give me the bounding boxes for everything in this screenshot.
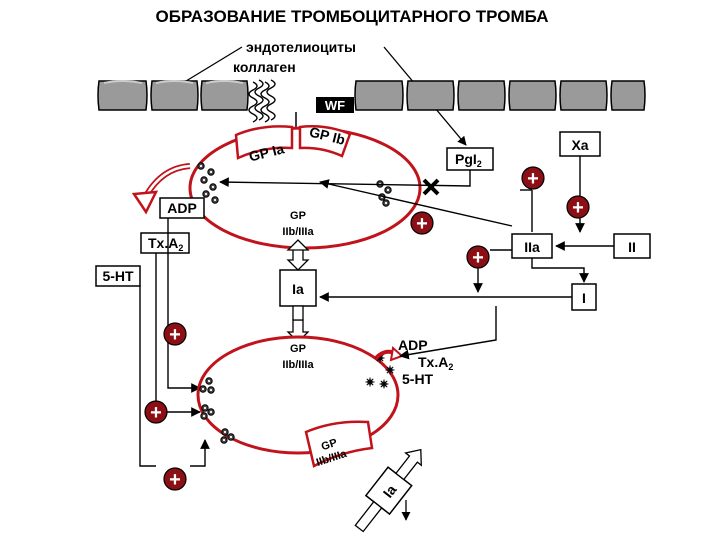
release-5ht-label: 5-HT xyxy=(402,371,434,387)
release-txa2-subscript: 2 xyxy=(448,362,453,372)
ht5-label: 5-HT xyxy=(102,268,134,284)
svg-text:+: + xyxy=(150,402,162,424)
plus-sign-1: + xyxy=(521,166,545,190)
svg-text:PgI2: PgI2 xyxy=(455,151,482,169)
wf-bar xyxy=(316,97,354,113)
svg-text:+: + xyxy=(472,247,484,269)
coagulation-arrows xyxy=(319,156,614,360)
gp-iib-iiia-mid-line2: IIb/IIIa xyxy=(282,359,314,371)
svg-text:+: + xyxy=(572,197,584,219)
ia-rotated-group: Ia xyxy=(354,448,422,533)
gp-ib-receptor xyxy=(298,125,352,158)
gp-iib-iiia-top-line2: IIb/IIIa xyxy=(282,226,314,238)
plus-sign-2: + xyxy=(566,195,590,219)
gp-iib-iiia-mid-line1: GP xyxy=(290,343,306,355)
txa2-box xyxy=(140,232,190,254)
svg-text:+: + xyxy=(169,469,181,491)
pgi2-label: PgI xyxy=(455,151,477,167)
inhibition-cross xyxy=(422,178,440,196)
gp-iib-iiia-lower-receptor xyxy=(304,420,374,468)
plus-sign-6: + xyxy=(144,400,168,424)
ia-label: Ia xyxy=(292,281,304,297)
svg-text:+: + xyxy=(527,168,539,190)
ii-label: II xyxy=(628,239,636,255)
iia-label: IIa xyxy=(524,239,540,255)
xa-label: Xa xyxy=(571,137,588,153)
gp-ia-receptor xyxy=(234,125,294,160)
endothelial-cells-left xyxy=(97,80,249,111)
gp-iib-iiia-bot-line1: GP xyxy=(320,437,339,453)
wf-label: WF xyxy=(325,98,345,113)
collagen-fibers xyxy=(248,79,276,123)
collagen-label: коллаген xyxy=(233,59,296,75)
diagram-title: ОБРАЗОВАНИЕ ТРОМБОЦИТАРНОГО ТРОМБА xyxy=(156,7,549,26)
svg-text:+: + xyxy=(169,324,181,346)
adp-label: ADP xyxy=(167,200,197,216)
txa2-subscript: 2 xyxy=(178,243,183,253)
plus-sign-4: + xyxy=(466,245,490,269)
i-box xyxy=(571,283,597,311)
adp-box xyxy=(159,197,205,219)
plus-sign-3: + xyxy=(410,211,434,235)
xa-box xyxy=(559,131,601,157)
svg-text:Tx.A2: Tx.A2 xyxy=(418,354,453,372)
endothelial-cells-right xyxy=(354,80,646,111)
ii-box xyxy=(613,233,651,259)
i-label: I xyxy=(582,290,586,306)
svg-text:Tx.A2: Tx.A2 xyxy=(148,235,183,253)
svg-text:+: + xyxy=(416,213,428,235)
pgi2-subscript: 2 xyxy=(477,159,482,169)
gp-iib-iiia-top-line1: GP xyxy=(290,210,306,222)
plus-sign-5: + xyxy=(163,322,187,346)
txa2-label: Tx.A xyxy=(148,235,178,251)
release-adp-label: ADP xyxy=(398,337,428,353)
release-arrowhead-upper xyxy=(131,190,159,215)
pgi2-inhibition-line xyxy=(219,170,471,188)
ht5-box xyxy=(95,265,141,287)
release-txa2-label: Tx.A xyxy=(418,354,448,370)
plus-sign-7: + xyxy=(163,467,187,491)
endothelium-label: эндотелиоциты xyxy=(246,39,356,55)
